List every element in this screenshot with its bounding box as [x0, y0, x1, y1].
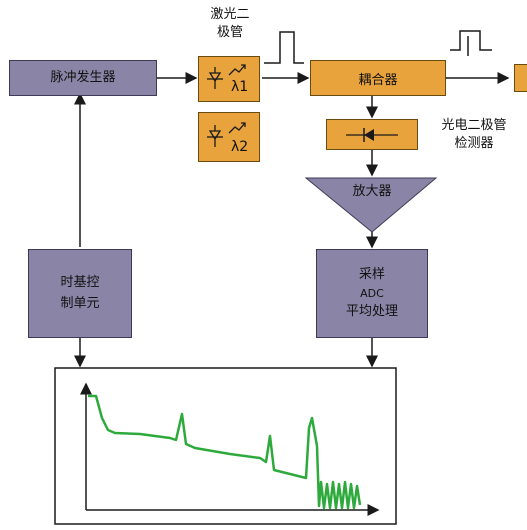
laser-diode-line1: 激光二: [210, 7, 250, 22]
laser-diode-line2: 极管: [216, 24, 243, 40]
photodiode-line1: 光电二极管: [441, 118, 507, 133]
timebase-control-box: 时基控 制单元: [28, 249, 132, 338]
photodiode-box: [326, 119, 418, 150]
otdr-trace: [88, 394, 362, 510]
pulse-generator-label: 脉冲发生器: [50, 69, 116, 85]
coupler-box: 耦合器: [310, 60, 446, 96]
laser-diode-lambda2: λ2: [198, 112, 260, 162]
lambda2-label: λ2: [231, 139, 249, 155]
laser-diode-icon: [207, 64, 246, 89]
sampling-line2: ADC: [360, 286, 384, 300]
laser-diode-lambda1: λ1: [198, 56, 260, 102]
amplifier-label: 放大器: [352, 184, 392, 199]
bidirectional-pulse-icon: [450, 30, 492, 56]
trace-display: [54, 367, 397, 525]
laser-diode-icon: [207, 122, 246, 147]
lambda1-label: λ1: [231, 79, 249, 95]
timebase-line2: 制单元: [60, 295, 100, 311]
sampling-line1: 采样: [358, 266, 385, 282]
pulse-generator-box: 脉冲发生器: [9, 60, 157, 96]
laser-diode-caption: 激光二 极管: [202, 6, 258, 41]
coupler-label: 耦合器: [358, 72, 398, 88]
sampling-adc-box: 采样 ADC 平均处理: [316, 249, 428, 338]
photodiode-line2: 检测器: [454, 135, 494, 151]
amplifier-triangle: [304, 177, 438, 233]
photodiode-icon: [346, 127, 398, 142]
sampling-line3: 平均处理: [345, 304, 398, 320]
pulse-waveform-icon: [264, 31, 304, 64]
photodiode-caption: 光电二极管 检测器: [424, 117, 524, 152]
timebase-line1: 时基控: [60, 275, 100, 291]
fiber-connector: [514, 64, 527, 92]
